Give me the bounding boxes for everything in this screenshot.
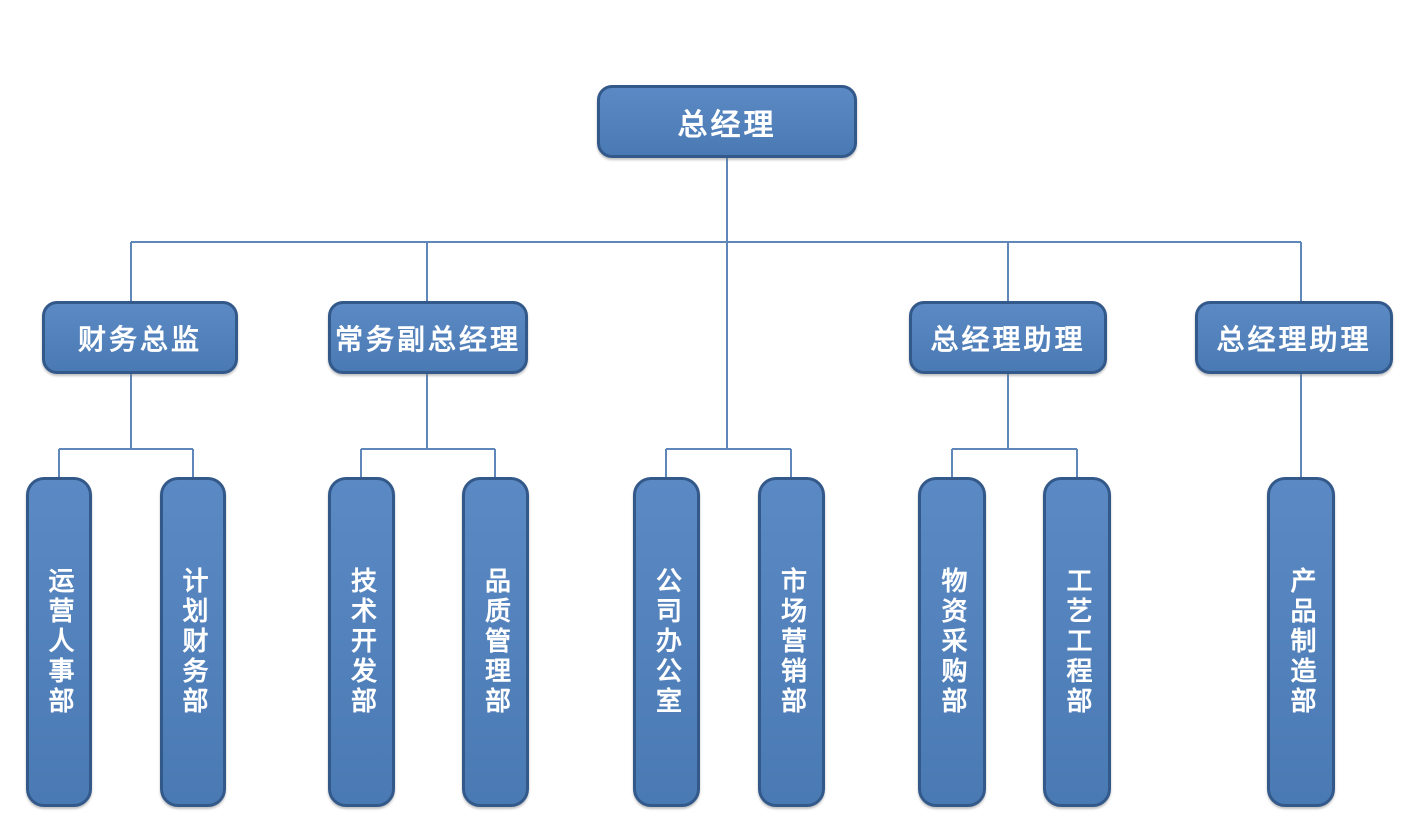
connector-executive-deputy-gm-down (426, 374, 428, 449)
node-process-engineering-dept: 工艺工程部 (1043, 477, 1111, 807)
node-label: 物资采购部 (938, 567, 967, 717)
node-label: 工艺工程部 (1063, 567, 1092, 717)
connector-finance-director-down (130, 374, 132, 449)
connector-drop-operations-hr-dept (58, 449, 60, 477)
node-finance-director: 财务总监 (42, 301, 238, 374)
node-company-office: 公司办公室 (633, 477, 700, 807)
node-label: 总经理 (677, 108, 777, 142)
node-label: 产品制造部 (1287, 567, 1316, 717)
node-label: 常务副总经理 (334, 324, 521, 356)
node-product-manufacturing-dept: 产品制造部 (1267, 477, 1335, 807)
node-general-manager: 总经理 (597, 85, 857, 158)
connector-drop-company-office (665, 449, 667, 477)
node-label: 财务总监 (77, 324, 202, 356)
node-gm-assistant-1: 总经理助理 (909, 301, 1107, 374)
node-label: 总经理助理 (930, 324, 1086, 356)
connector-drop-planning-finance-dept (192, 449, 194, 477)
node-label: 计划财务部 (179, 567, 208, 717)
connector-gm-assistant-1-down (1007, 374, 1009, 449)
connector-root-vertical (726, 158, 728, 449)
connector-drop-tech-development-dept (360, 449, 362, 477)
connector-drop-marketing-dept (790, 449, 792, 477)
node-executive-deputy-gm: 常务副总经理 (328, 301, 528, 374)
node-label: 技术开发部 (347, 567, 377, 717)
node-planning-finance-dept: 计划财务部 (160, 477, 226, 807)
connector-drop-gm-assistant-2 (1300, 242, 1302, 301)
node-marketing-dept: 市场营销部 (758, 477, 825, 807)
node-tech-development-dept: 技术开发部 (328, 477, 395, 807)
connector-root-sub-horizontal (666, 448, 791, 450)
node-label: 品质管理部 (481, 567, 511, 717)
connector-drop-executive-deputy-gm (426, 242, 428, 301)
connector-drop-finance-director (130, 242, 132, 301)
node-operations-hr-dept: 运营人事部 (26, 477, 92, 807)
connector-finance-director-sub-horizontal (59, 448, 193, 450)
node-label: 总经理助理 (1216, 324, 1372, 356)
node-label: 运营人事部 (45, 567, 74, 717)
node-quality-management-dept: 品质管理部 (462, 477, 529, 807)
node-gm-assistant-2: 总经理助理 (1195, 301, 1393, 374)
connector-level2-horizontal (131, 241, 1301, 243)
node-materials-procurement-dept: 物资采购部 (918, 477, 986, 807)
node-label: 市场营销部 (777, 567, 807, 717)
node-label: 公司办公室 (652, 567, 682, 717)
connector-gm-assistant-1-sub-horizontal (952, 448, 1077, 450)
connector-drop-materials-procurement-dept (951, 449, 953, 477)
connector-drop-quality-management-dept (494, 449, 496, 477)
connector-drop-gm-assistant-1 (1007, 242, 1009, 301)
connector-gm-assistant-2-down (1300, 374, 1302, 477)
connector-drop-process-engineering-dept (1076, 449, 1078, 477)
connector-executive-deputy-gm-sub-horizontal (361, 448, 495, 450)
